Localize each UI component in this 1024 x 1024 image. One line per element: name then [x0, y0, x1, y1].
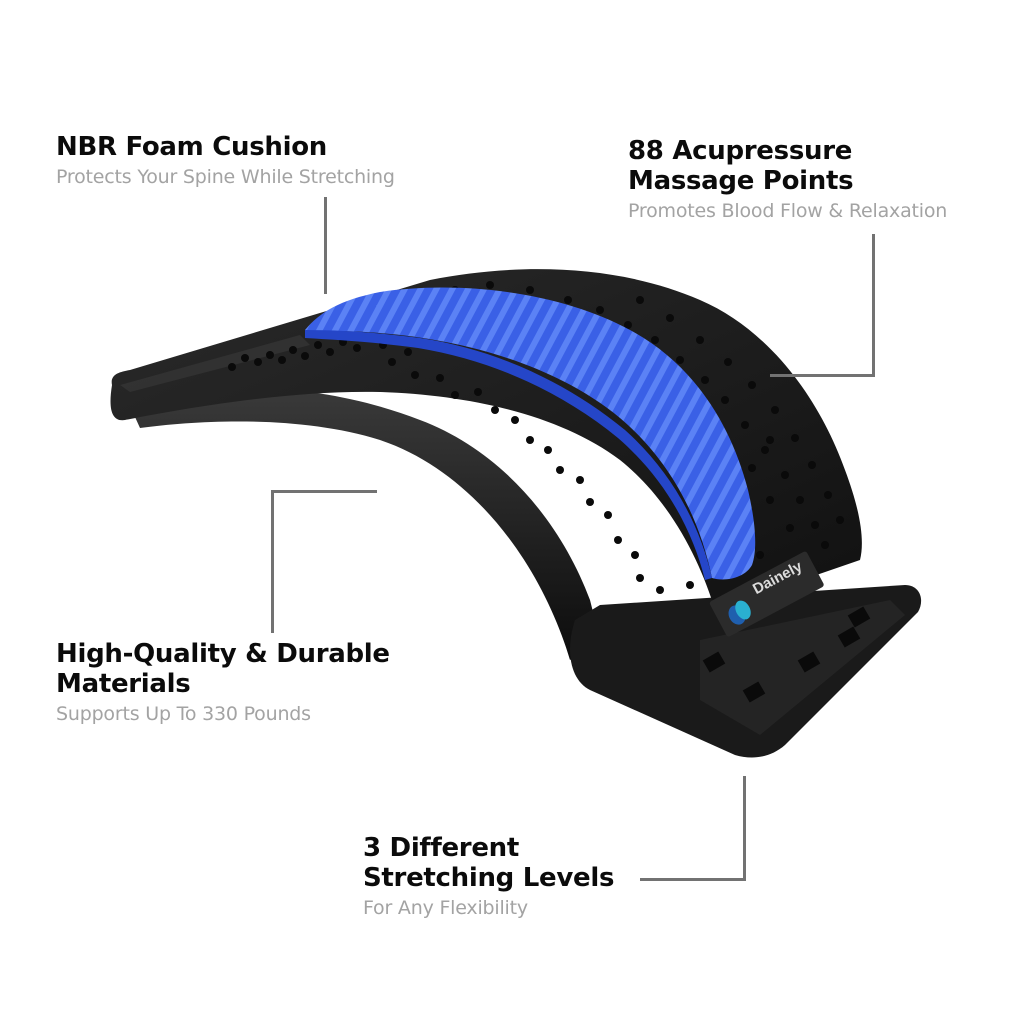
connector-levels-horizontal — [640, 878, 746, 881]
callout-subtitle: Promotes Blood Flow & Relaxation — [628, 200, 948, 222]
connector-acupressure-vertical — [872, 234, 875, 376]
connector-materials-horizontal — [271, 490, 377, 493]
callout-title-line2: Materials — [56, 669, 191, 699]
callout-materials: High-Quality & Durable Materials Support… — [56, 639, 390, 727]
callout-foam-cushion: NBR Foam Cushion Protects Your Spine Whi… — [56, 132, 395, 190]
connector-levels-vertical — [743, 776, 746, 881]
callout-stretching-levels: 3 Different Stretching Levels For Any Fl… — [363, 833, 614, 921]
connector-foam — [324, 197, 327, 294]
callout-subtitle: For Any Flexibility — [363, 897, 528, 919]
callout-acupressure: 88 Acupressure Massage Points Promotes B… — [628, 136, 947, 224]
callout-subtitle: Supports Up To 330 Pounds — [56, 703, 311, 725]
callout-title: NBR Foam Cushion — [56, 132, 327, 162]
callout-title-line2: Stretching Levels — [363, 863, 615, 893]
connector-acupressure-horizontal — [770, 374, 875, 377]
callout-title-line1: 88 Acupressure — [628, 136, 853, 166]
callout-subtitle: Protects Your Spine While Stretching — [56, 166, 395, 188]
callout-title-line1: High-Quality & Durable — [56, 639, 390, 669]
callout-title-line2: Massage Points — [628, 166, 854, 196]
callout-title-line1: 3 Different — [363, 833, 519, 863]
connector-materials-vertical — [271, 490, 274, 633]
